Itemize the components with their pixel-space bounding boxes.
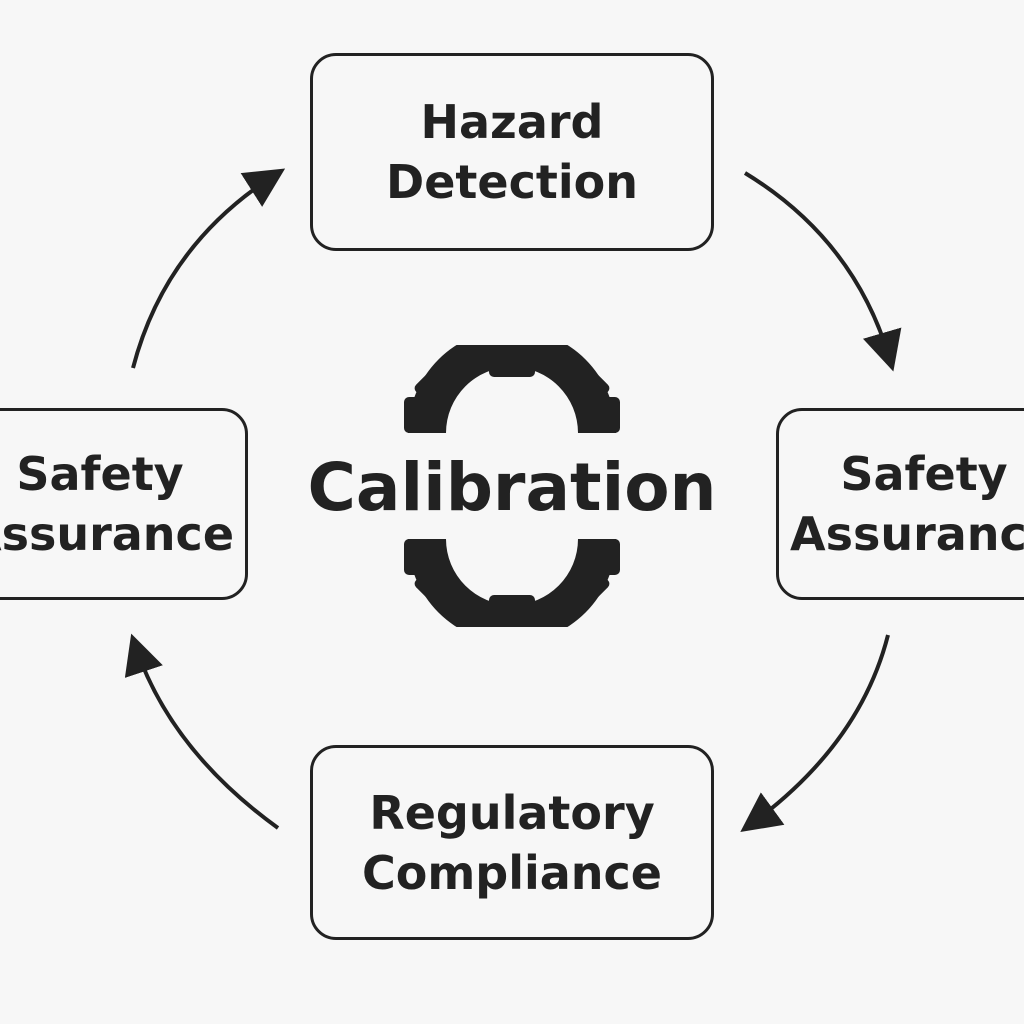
arrow-top-to-right: [743, 171, 902, 372]
center-label: Calibration: [307, 449, 717, 526]
node-label-line: Detection: [386, 155, 638, 209]
node-label-line: Safety: [16, 447, 184, 501]
node-label-line: Compliance: [361, 845, 662, 900]
node-hazard-detection: Hazard Detection: [310, 53, 714, 251]
node-safety-assurance-left: Safety Assurance: [0, 408, 248, 600]
arrow-right-to-bottom: [740, 634, 890, 833]
node-label-line: Regulatory: [369, 785, 655, 840]
node-safety-assurance-right: Safety Assurance: [776, 408, 1024, 600]
node-regulatory-compliance: Regulatory Compliance: [310, 745, 714, 940]
node-label-line: Assurance: [0, 507, 235, 561]
node-label-line: Assurance: [789, 507, 1024, 561]
node-label-line: Safety: [840, 447, 1008, 501]
arrow-left-to-top: [131, 168, 286, 369]
node-label-line: Hazard: [420, 95, 604, 149]
arrow-bottom-to-left: [124, 633, 280, 830]
gear-icon: [404, 345, 620, 627]
